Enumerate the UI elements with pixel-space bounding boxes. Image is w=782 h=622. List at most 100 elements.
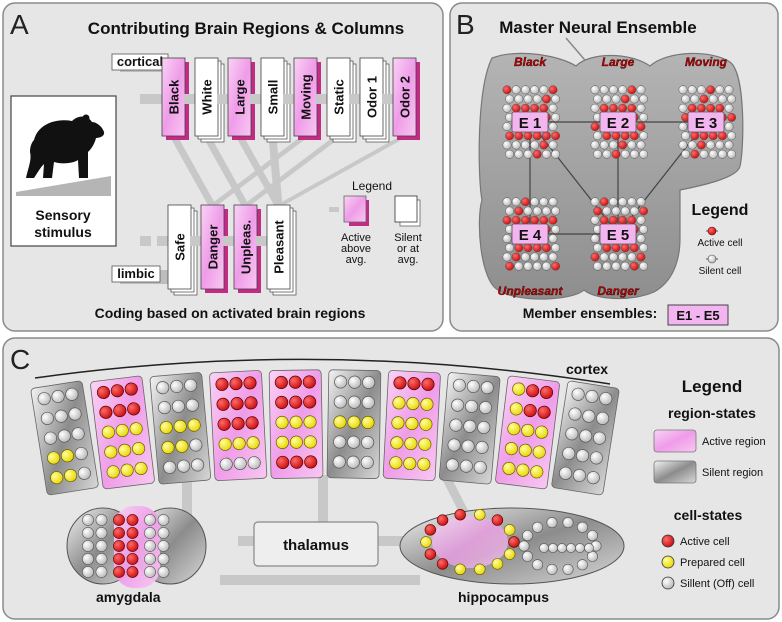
silent-cell	[505, 149, 515, 159]
cortex-cell	[596, 411, 610, 425]
cortex-cell	[289, 435, 303, 449]
cortex-cell	[303, 415, 317, 429]
silent-cell	[681, 131, 691, 141]
active-cell	[696, 140, 706, 150]
amygdala-cell	[82, 553, 94, 565]
active-cell	[620, 94, 630, 104]
limbic-rail-seg	[256, 236, 267, 246]
cortex-column-silent	[551, 380, 620, 496]
amygdala-cell	[95, 553, 108, 565]
panel-c-legend-title: Legend	[682, 377, 742, 396]
cortical-rail-seg	[151, 94, 162, 104]
active-cell	[532, 149, 542, 159]
cortex-cell	[333, 435, 347, 449]
panel-a-title: Contributing Brain Regions & Columns	[88, 19, 404, 38]
silent-cell	[715, 85, 725, 95]
silent-cell	[511, 197, 521, 207]
panel-a-caption: Coding based on activated brain regions	[95, 305, 366, 321]
active-cell	[706, 85, 716, 95]
member-ensembles-value: E1 - E5	[676, 308, 719, 323]
cortex-cell	[275, 395, 289, 409]
silent-cell	[636, 215, 646, 225]
cortex-cell	[333, 415, 347, 429]
cortex-cell	[159, 420, 173, 435]
active-cell	[627, 85, 637, 95]
cortex-cell	[389, 456, 403, 470]
cortex-cell	[473, 460, 487, 474]
silent-cell	[602, 94, 612, 104]
cortex-column-silent	[149, 372, 212, 485]
hippocampus-cell	[508, 536, 520, 548]
silent-cell	[502, 140, 512, 150]
cortex-cell	[391, 416, 405, 430]
hippocampus-cell	[562, 563, 574, 575]
silent-cell	[608, 197, 618, 207]
silent-cell	[593, 261, 603, 271]
hippocampus-cell	[522, 550, 534, 562]
amygdala-cell	[126, 514, 139, 526]
silent-cell	[548, 140, 558, 150]
silent-cell	[532, 94, 542, 104]
active-cell	[602, 243, 612, 253]
active-cell	[530, 215, 540, 225]
cortex-cell	[124, 382, 138, 396]
legend-silent-line: avg.	[398, 254, 419, 266]
ensemble-region-label: Black	[514, 55, 547, 69]
amygdala-cell	[113, 514, 125, 526]
cortex-cell	[535, 425, 549, 439]
cortex-cell	[532, 445, 546, 459]
amygdala-cell	[113, 553, 125, 565]
active-cell	[548, 215, 558, 225]
silent-cell	[724, 140, 734, 150]
active-cell	[593, 206, 603, 216]
ensemble-label: E 2	[607, 115, 630, 132]
legend-silent-swatch	[394, 195, 418, 223]
cortex-cell	[302, 375, 316, 389]
cortex-cell	[451, 398, 465, 412]
amygdala-cell	[144, 514, 156, 526]
cortex-cell	[420, 397, 434, 411]
prepared-cell-icon	[661, 555, 675, 569]
active-cell	[618, 103, 628, 113]
cortex-cell	[361, 395, 375, 409]
cortex-cell	[466, 379, 480, 394]
silent-cell	[551, 149, 561, 159]
hippocampus-cell	[566, 543, 576, 553]
active-cell	[590, 252, 600, 262]
hippocampus-cell	[546, 563, 558, 575]
silent-cell	[678, 122, 688, 132]
active-cell	[511, 103, 521, 113]
cortex-cell	[417, 457, 431, 471]
connector-bars	[169, 136, 409, 206]
active-cell	[727, 112, 737, 122]
silent-cell	[551, 224, 561, 234]
active-cell	[690, 149, 700, 159]
cortex-cell	[288, 375, 302, 389]
silent-cell	[687, 140, 697, 150]
silent-cell	[539, 85, 549, 95]
cortical-rail-seg	[217, 94, 228, 104]
brain-connections	[182, 475, 474, 585]
cortex-cell	[43, 431, 58, 445]
active-cell	[551, 261, 561, 271]
ensemble-region-label: Moving	[685, 55, 728, 69]
amygdala-cell	[126, 566, 139, 578]
silent-cell	[530, 140, 540, 150]
amygdala-cell	[82, 514, 94, 526]
cortex-cell	[275, 435, 289, 449]
panel-a: A Contributing Brain Regions & Columns c…	[2, 2, 444, 332]
silent-cell	[590, 103, 600, 113]
panel-c: C cortex thalamus amygdala	[2, 337, 780, 620]
amygdala-cell	[82, 566, 94, 578]
silent-cell	[724, 122, 734, 132]
silent-cell	[629, 206, 639, 216]
active-cell	[627, 215, 637, 225]
cortical-rail-seg	[349, 94, 360, 104]
cortex-cell	[246, 436, 260, 450]
cortex-cell	[230, 397, 244, 411]
connector-bar	[208, 136, 310, 206]
cortex-cell	[390, 436, 404, 450]
cortex-cell	[504, 442, 518, 456]
